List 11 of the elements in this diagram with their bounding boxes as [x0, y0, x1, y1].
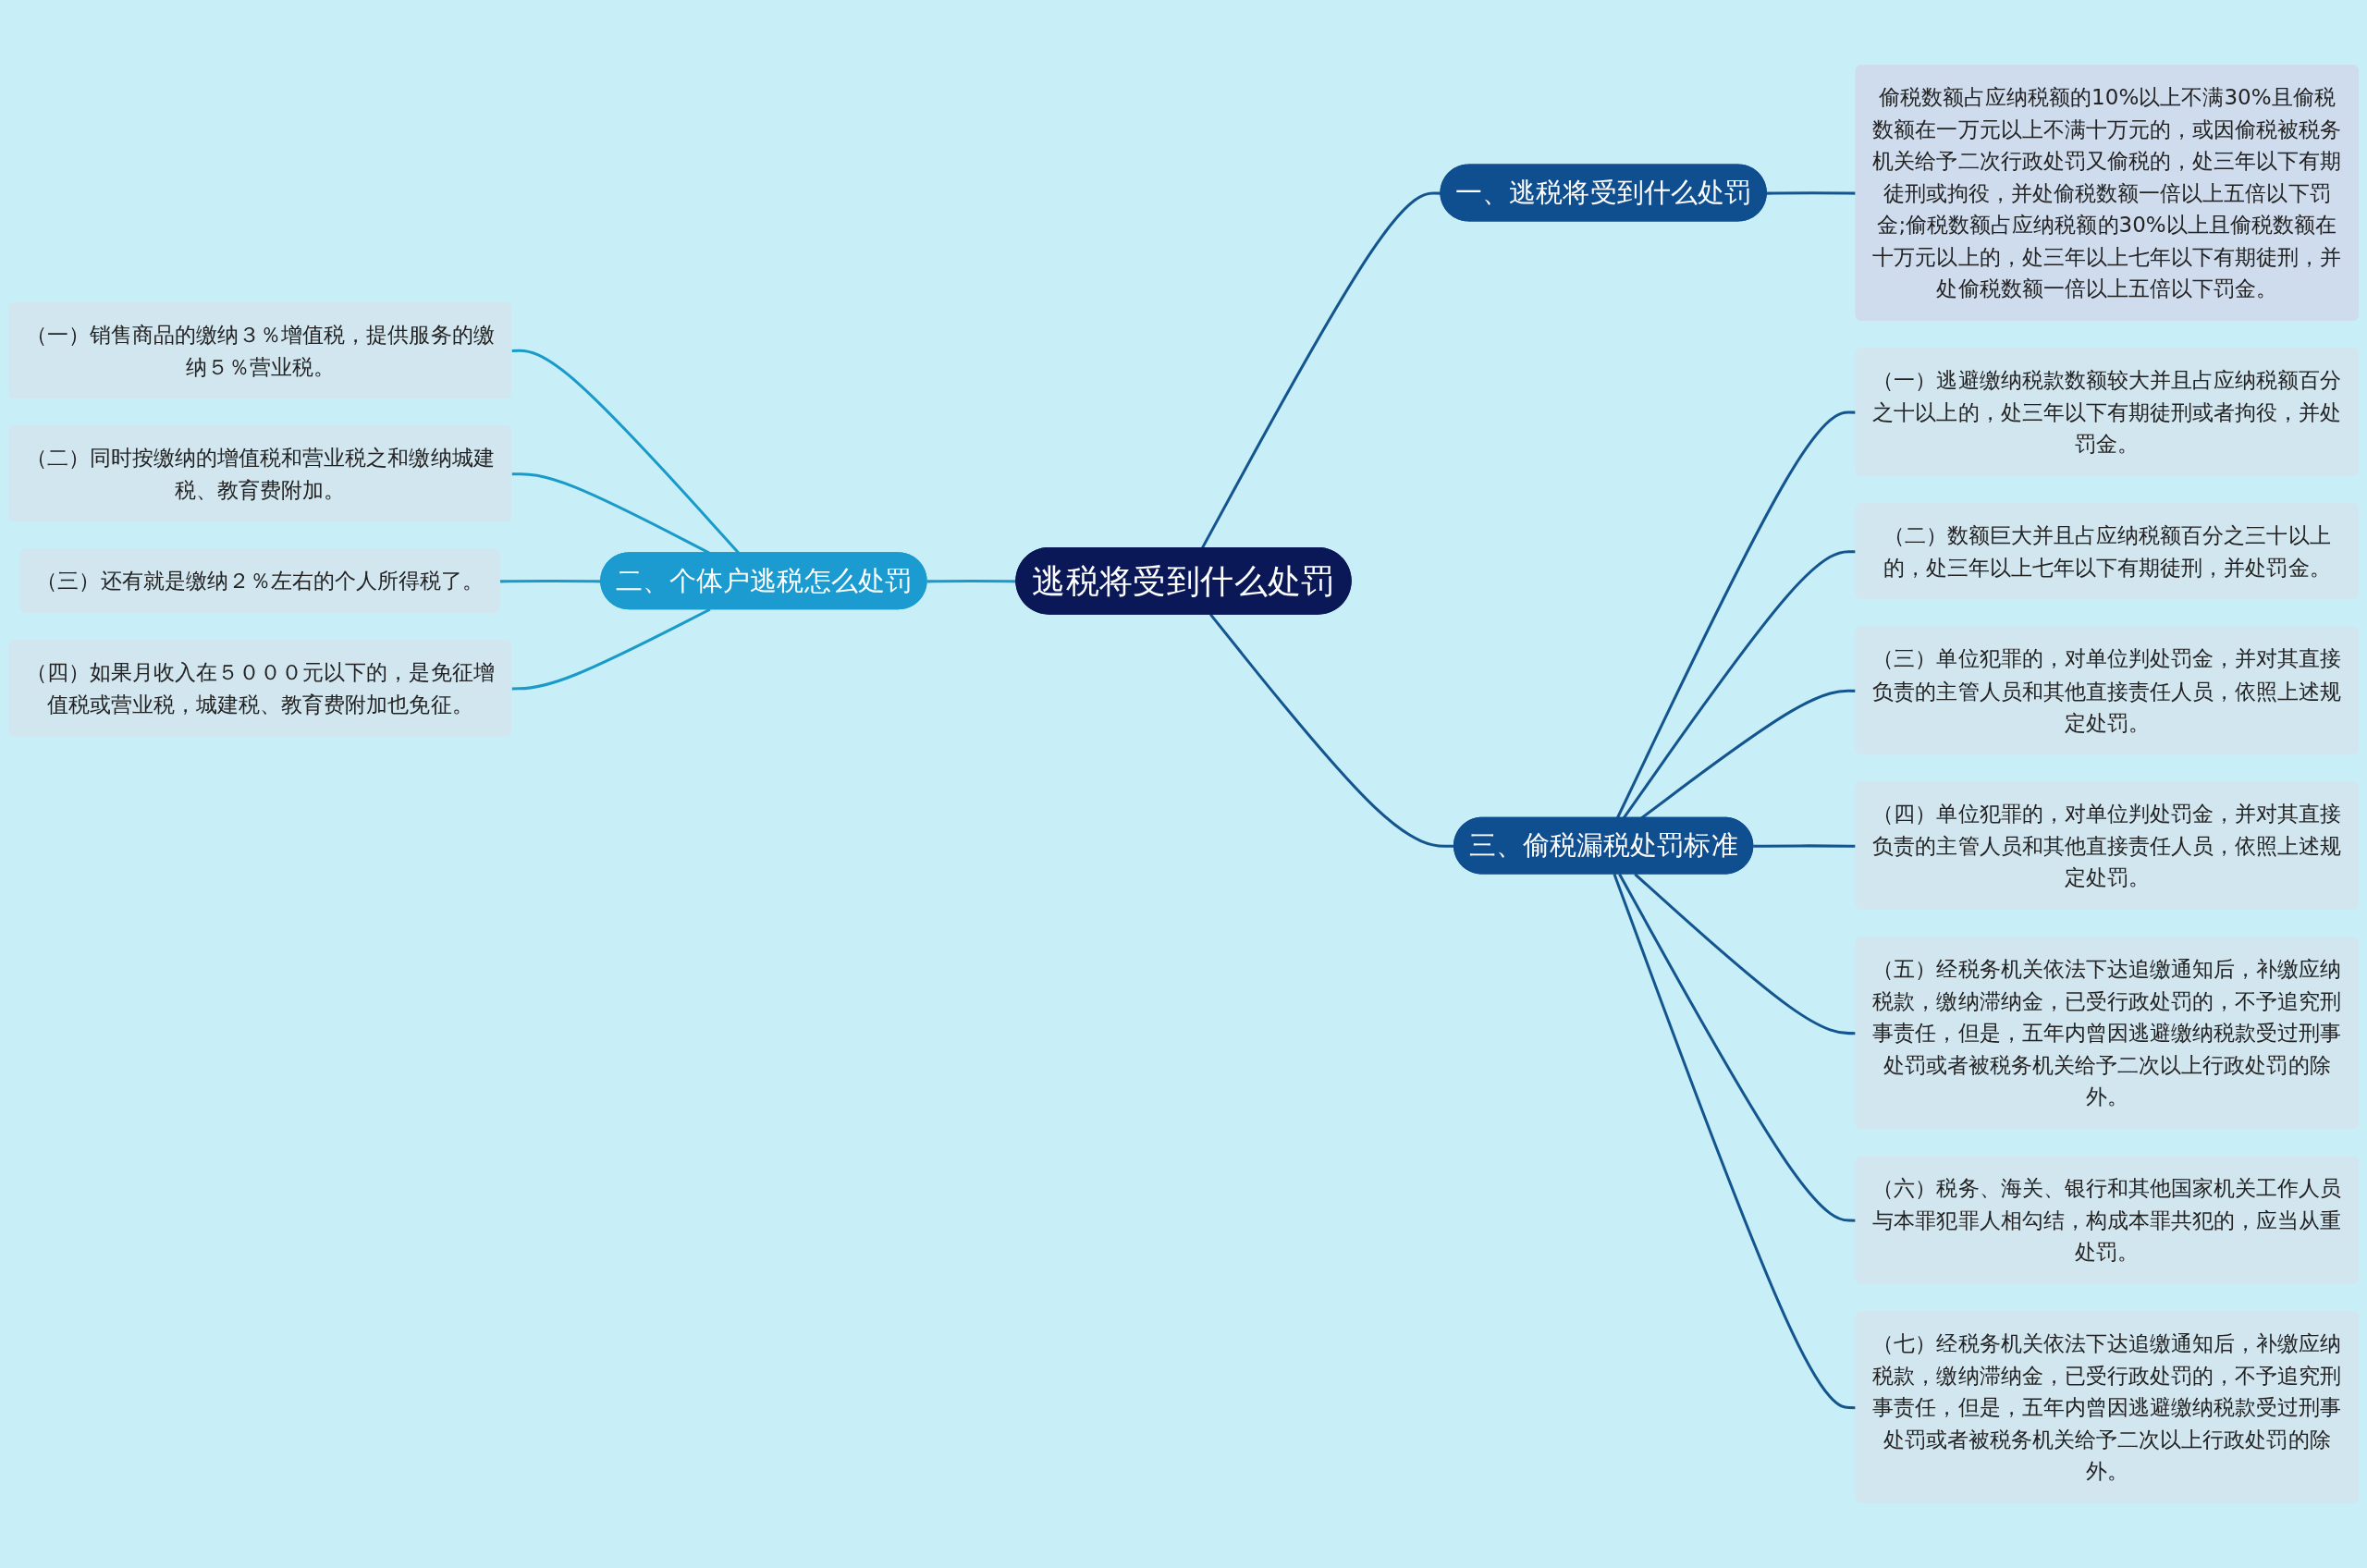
- connector: [1618, 873, 1857, 1222]
- connector: [1766, 191, 1857, 195]
- connector: [926, 579, 1017, 583]
- connector: [1200, 191, 1441, 549]
- connector: [1753, 844, 1857, 848]
- connector: [511, 607, 711, 691]
- connector: [1209, 613, 1455, 848]
- connector: [1634, 873, 1857, 1035]
- connector: [1622, 550, 1857, 819]
- connector: [1613, 874, 1857, 1410]
- connector: [1615, 410, 1857, 819]
